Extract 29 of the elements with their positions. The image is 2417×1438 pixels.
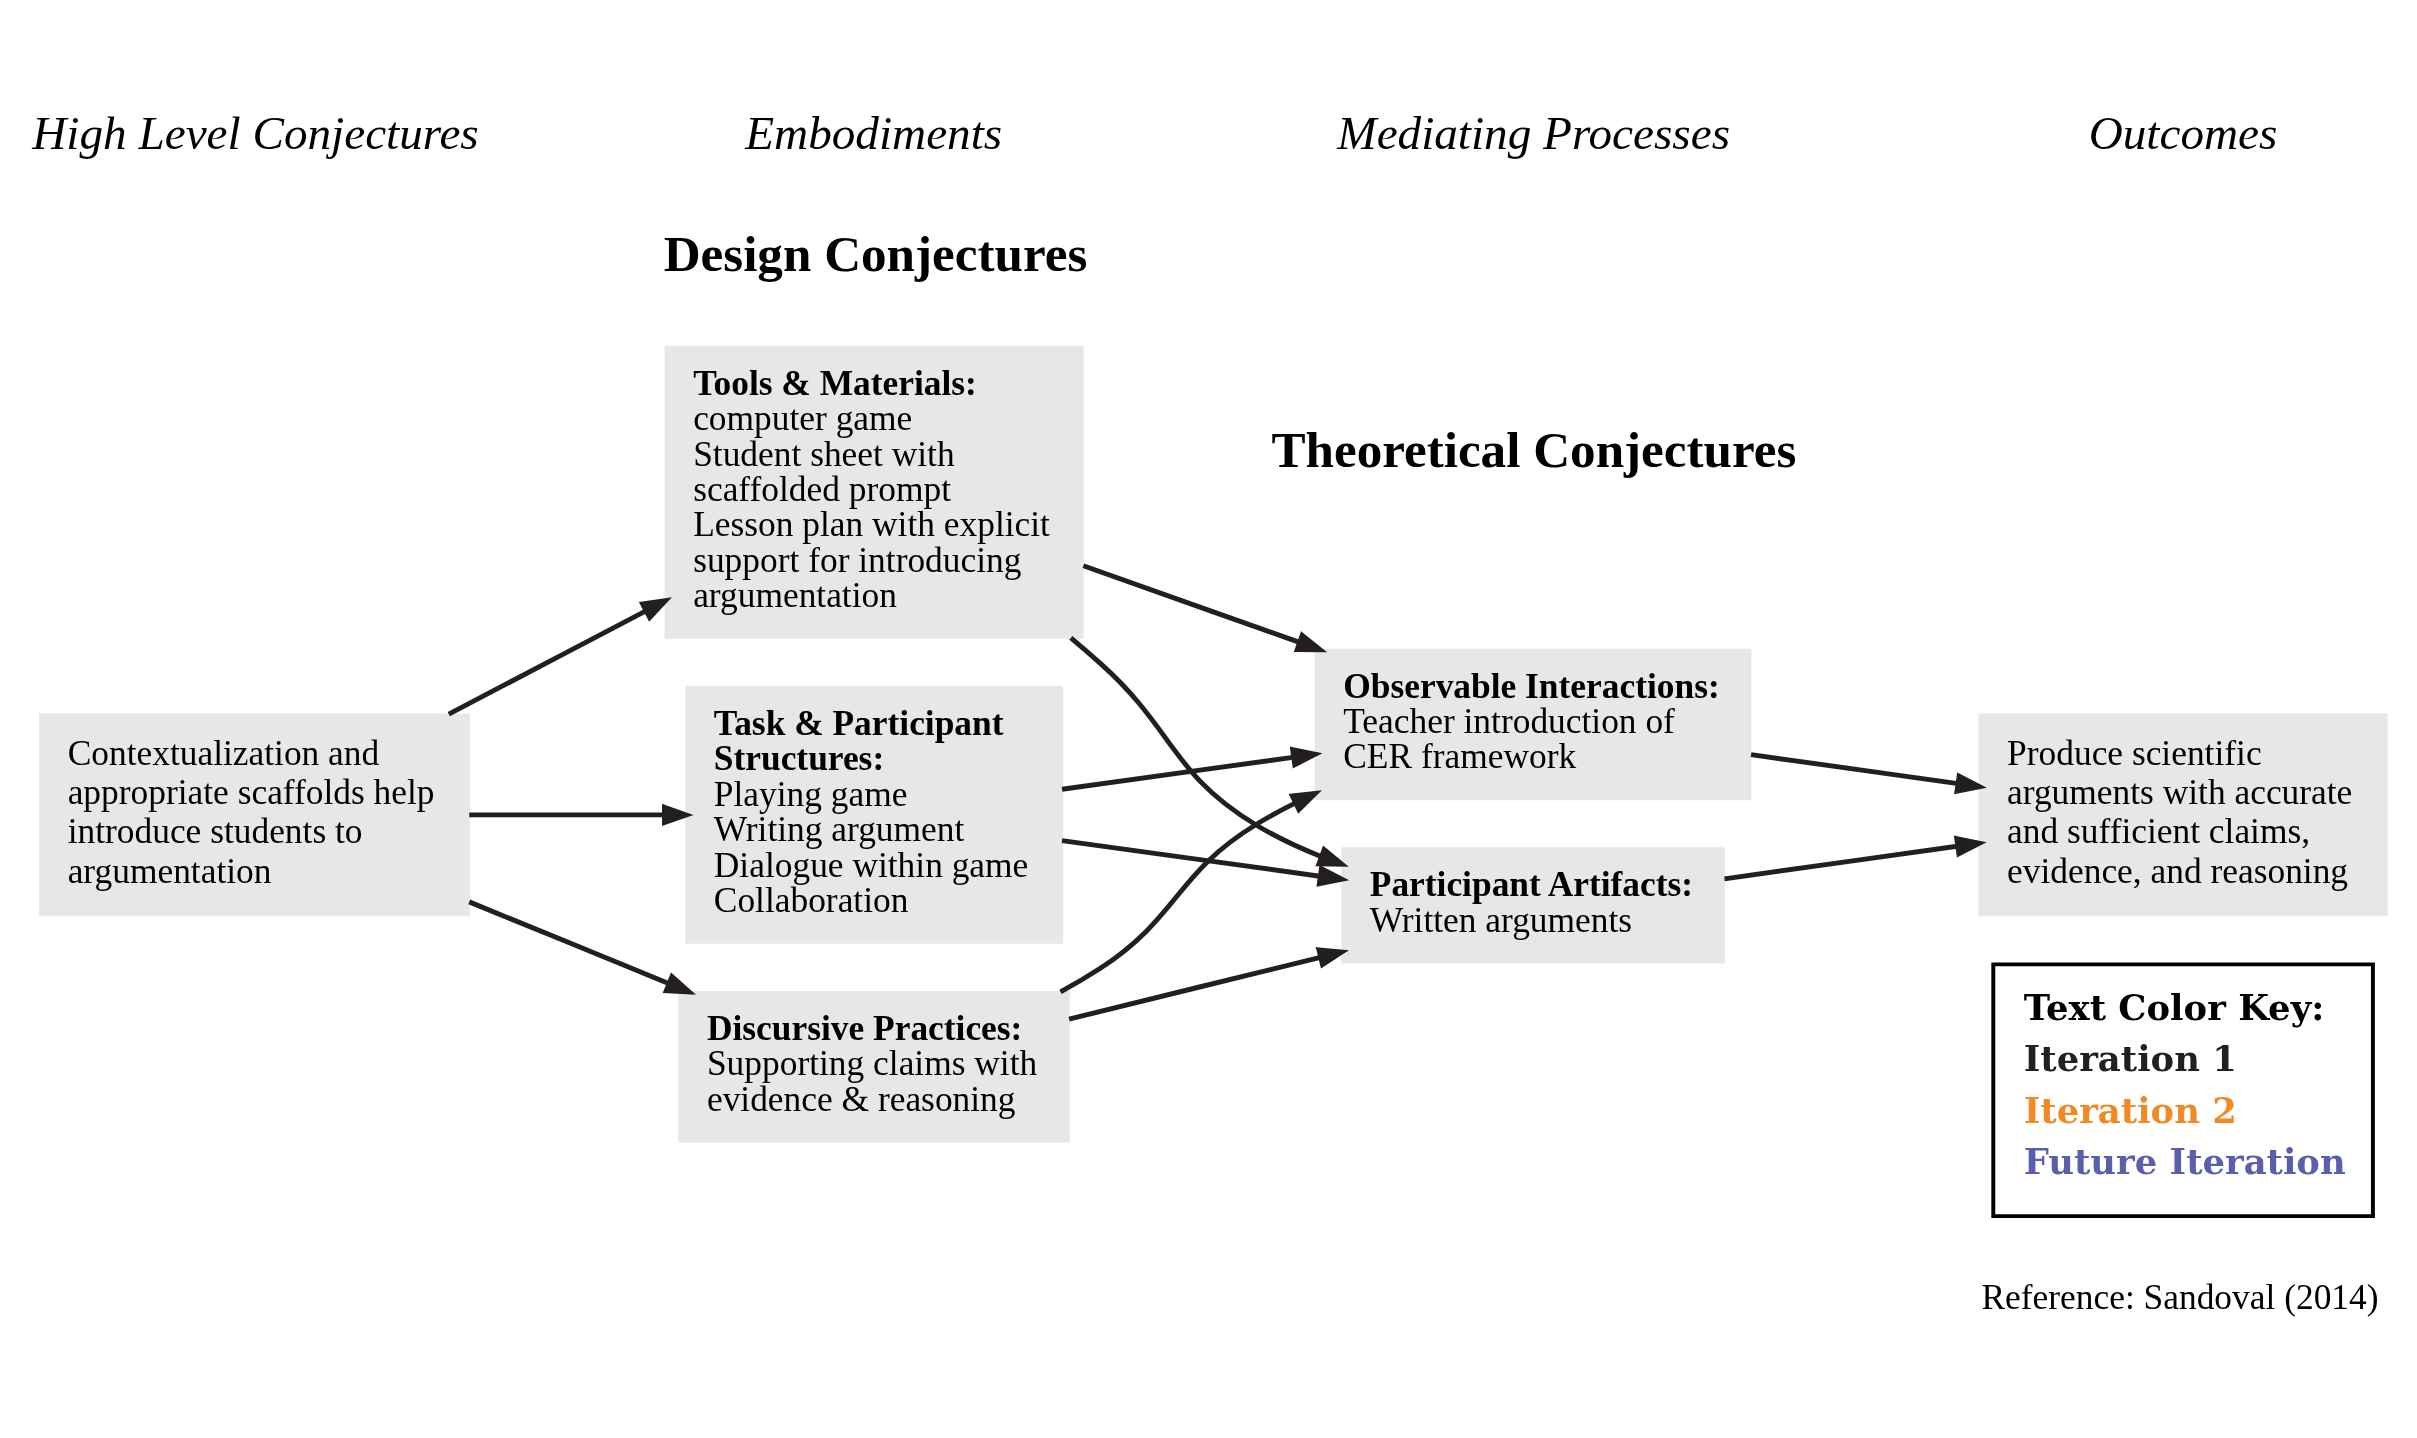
label: High Level Conjectures xyxy=(32,106,479,158)
label: Theoretical Conjectures xyxy=(1271,420,1797,478)
legend-label: Iteration 2 xyxy=(2023,1089,2237,1131)
node-box: Task & Participant Structures: Playing game Writing argument Dialogue within game Collaboration xyxy=(685,685,1063,944)
arrow xyxy=(1082,562,1328,652)
arrow xyxy=(1724,835,1987,881)
arrow xyxy=(469,803,694,826)
arrow xyxy=(1061,746,1323,792)
label: Mediating Processes xyxy=(1337,106,1731,158)
arrow xyxy=(1069,635,1349,867)
label: Reference: Sandoval (2014) xyxy=(1981,1276,2379,1317)
node-box: Discursive Practices: Supporting claims with evidence & reasoning xyxy=(678,990,1070,1142)
node-box: Observable Interactions: Teacher introduction of CER framework xyxy=(1314,648,1752,800)
arrow xyxy=(468,899,697,995)
arrow xyxy=(1059,789,1322,994)
arrow xyxy=(447,596,672,716)
arrow xyxy=(1068,946,1349,1022)
label: Embodiments xyxy=(745,106,1003,158)
arrow xyxy=(1061,837,1350,887)
label: Design Conjectures xyxy=(663,224,1088,282)
arrow xyxy=(1750,751,1987,794)
node-box: Contextualization and appropriate scaffolds help introduce students to argumentation xyxy=(39,713,470,916)
node-box: Produce scientific arguments with accurate and sufficient claims, evidence, and reasoning xyxy=(1978,713,2388,916)
label: Text Color Key: xyxy=(2023,986,2325,1028)
node-box: Tools & Materials: computer game Student sheet with scaffolded prompt Lesson plan with explicit support for introducing argumentation xyxy=(664,345,1084,639)
node-box: Participant Artifacts: Written arguments xyxy=(1341,846,1725,963)
label: Outcomes xyxy=(2088,106,2278,158)
legend-label: Iteration 1 xyxy=(2023,1037,2237,1079)
legend-label: Future Iteration xyxy=(2023,1140,2346,1182)
